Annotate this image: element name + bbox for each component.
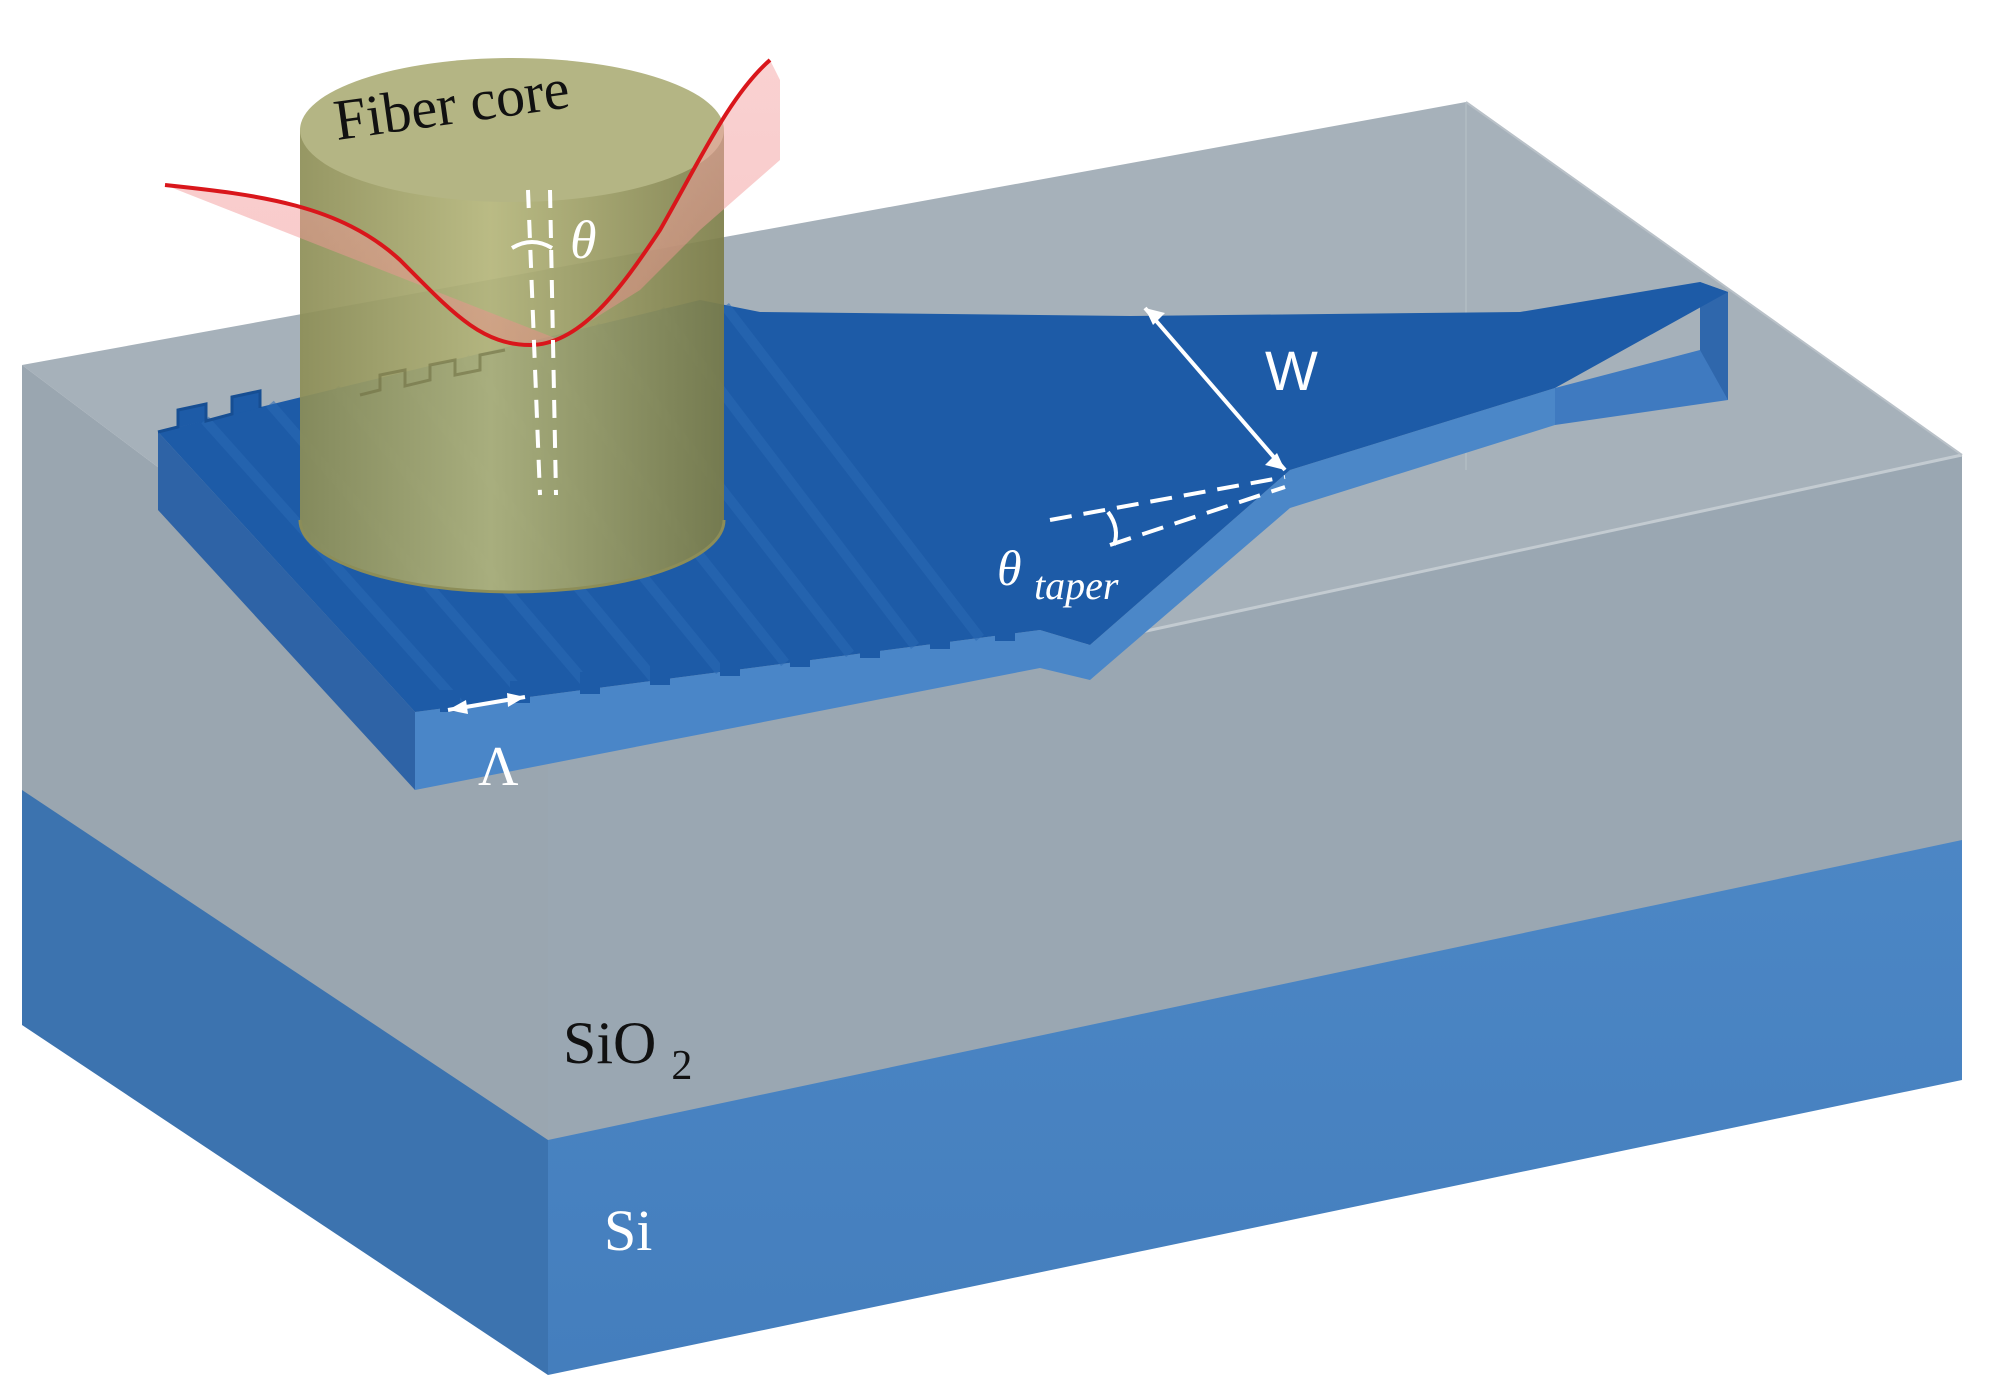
fiber-bottom-rim xyxy=(298,519,726,594)
width-arrow xyxy=(1143,306,1287,472)
fiber-tilt-line xyxy=(548,189,558,496)
fiber-top xyxy=(300,58,724,202)
width-arrow-head-bottom xyxy=(1265,453,1285,470)
width-arrow-head-top xyxy=(1145,308,1165,325)
taper-ref-line xyxy=(1049,475,1286,522)
si-label: Si xyxy=(604,1198,652,1263)
taper-arc xyxy=(1106,510,1118,546)
strip-right-face xyxy=(1700,282,1728,400)
annotations xyxy=(447,189,1287,714)
grating-left-side xyxy=(158,432,415,790)
grating-front-notches xyxy=(440,619,1015,712)
fiber-body xyxy=(300,130,724,592)
sio2-label: SiO 2 xyxy=(563,1010,692,1089)
grating-front-side xyxy=(415,630,1040,790)
width-label: W xyxy=(1265,339,1318,402)
theta-taper-sub: taper xyxy=(1034,563,1119,608)
optical-fiber xyxy=(298,58,726,594)
period-arrow-head-left xyxy=(448,700,468,714)
fiber-inner-grating-hint xyxy=(359,348,506,397)
theta-arc xyxy=(510,240,554,250)
theta-taper-main: θ xyxy=(997,540,1022,596)
sio2-front-face xyxy=(548,455,1962,1140)
period-arrow-head-right xyxy=(507,693,525,707)
taper-edge-line xyxy=(1109,485,1286,547)
sio2-main: SiO xyxy=(563,1010,656,1076)
theta-label: θ xyxy=(570,210,597,270)
grating-back-edge xyxy=(157,389,262,434)
strip-end-face xyxy=(1555,350,1728,425)
sio2-sub: 2 xyxy=(671,1043,692,1089)
gaussian-beam xyxy=(164,58,780,348)
period-label: Λ xyxy=(478,736,519,798)
taper-front-side xyxy=(1040,388,1555,680)
theta-taper-label: θ taper xyxy=(997,540,1119,608)
sio2-back-right-side xyxy=(1465,101,1963,456)
sio2-left-face xyxy=(22,365,548,1140)
fiber-axis-line xyxy=(526,189,542,496)
gaussian-curve xyxy=(164,58,772,348)
